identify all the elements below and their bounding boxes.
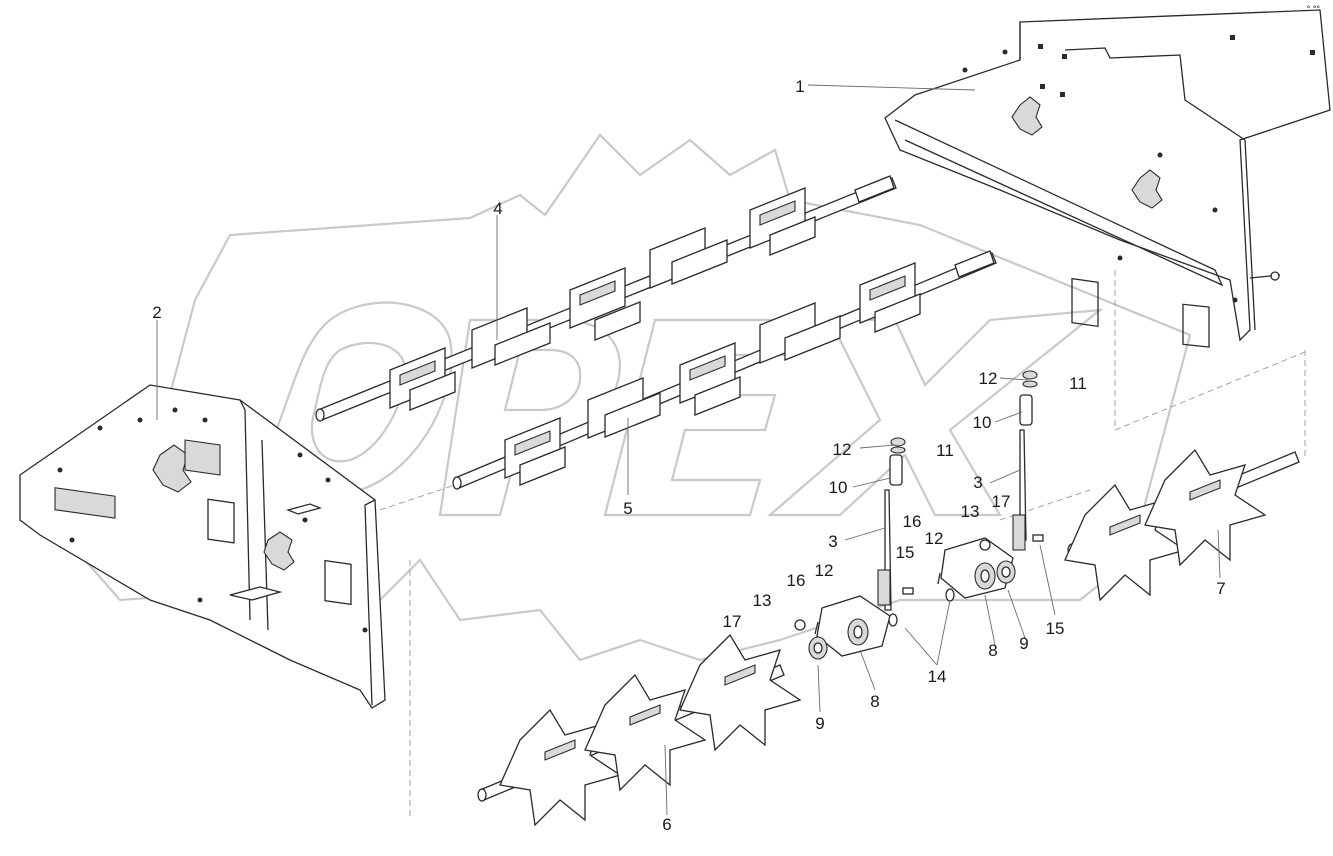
star-wheel bbox=[679, 633, 802, 752]
label-12: 12 bbox=[833, 440, 852, 459]
panel-hub bbox=[1131, 169, 1163, 209]
label-2: 2 bbox=[152, 303, 161, 322]
label-9: 9 bbox=[1019, 634, 1028, 653]
align-line bbox=[379, 479, 471, 511]
paddle-blades bbox=[389, 187, 816, 411]
panel-hub bbox=[1011, 96, 1043, 136]
side-panel-right bbox=[884, 9, 1331, 348]
beater-shaft-lower bbox=[452, 250, 997, 490]
panel-holes bbox=[57, 407, 368, 633]
label-11: 11 bbox=[1069, 374, 1087, 393]
label-13: 13 bbox=[961, 502, 980, 521]
side-panel-left bbox=[19, 384, 386, 709]
ring bbox=[888, 613, 898, 627]
cotter-pin bbox=[937, 572, 941, 585]
label-12: 12 bbox=[925, 529, 944, 548]
bushing bbox=[1019, 394, 1033, 426]
bushing bbox=[889, 454, 903, 486]
small-washer bbox=[794, 619, 806, 631]
watermark-letter-x bbox=[767, 308, 1104, 517]
label-16: 16 bbox=[787, 571, 806, 590]
panel-hub bbox=[152, 444, 192, 493]
cotter-pin bbox=[814, 621, 819, 635]
part-labels: 1 2 4 5 6 7 12 11 10 12 11 10 3 3 13 17 … bbox=[152, 77, 1225, 834]
nut bbox=[1022, 370, 1038, 380]
label-9: 9 bbox=[815, 714, 824, 733]
pin bbox=[902, 587, 914, 595]
panel-window bbox=[1182, 303, 1210, 348]
nut bbox=[890, 437, 906, 447]
label-16: 16 bbox=[903, 512, 922, 531]
label-10: 10 bbox=[973, 413, 992, 432]
label-7: 7 bbox=[1216, 579, 1225, 598]
star-wheel bbox=[584, 673, 707, 792]
label-13: 13 bbox=[753, 591, 772, 610]
pin bbox=[1032, 534, 1044, 542]
label-15: 15 bbox=[1046, 619, 1065, 638]
label-8: 8 bbox=[988, 641, 997, 660]
label-8: 8 bbox=[870, 692, 879, 711]
panel-window bbox=[1071, 277, 1099, 328]
label-15: 15 bbox=[896, 543, 915, 562]
label-11: 11 bbox=[936, 441, 954, 460]
panel-tab bbox=[285, 503, 323, 515]
panel-hub bbox=[263, 531, 295, 571]
panel-tab bbox=[229, 586, 283, 601]
corner-mark: ° °° bbox=[1307, 4, 1321, 14]
star-rotor-right bbox=[1064, 448, 1300, 602]
label-3: 3 bbox=[973, 473, 982, 492]
label-10: 10 bbox=[829, 478, 848, 497]
beater-shaft-upper bbox=[315, 175, 897, 422]
leader-lines bbox=[156, 84, 1221, 816]
panel-window bbox=[207, 498, 235, 544]
panel-window bbox=[324, 559, 352, 606]
label-17: 17 bbox=[723, 612, 742, 631]
star-wheel bbox=[1144, 448, 1267, 567]
panel-holes bbox=[962, 35, 1315, 303]
small-washer bbox=[979, 539, 991, 551]
panel-bracket bbox=[184, 439, 221, 476]
label-6: 6 bbox=[662, 815, 671, 834]
paddle-blades bbox=[504, 262, 921, 486]
label-12: 12 bbox=[979, 369, 998, 388]
label-4: 4 bbox=[493, 199, 502, 218]
star-rotor-left bbox=[477, 633, 802, 827]
label-12: 12 bbox=[815, 561, 834, 580]
watermark-gear-outline bbox=[83, 133, 1192, 662]
label-14: 14 bbox=[928, 667, 947, 686]
watermark-letter-o bbox=[273, 301, 453, 497]
panel-slot bbox=[54, 487, 116, 519]
rod bbox=[1019, 429, 1027, 541]
hardware bbox=[794, 370, 1044, 660]
label-17: 17 bbox=[992, 492, 1011, 511]
ring bbox=[945, 588, 955, 602]
label-1: 1 bbox=[795, 77, 804, 96]
label-5: 5 bbox=[623, 499, 632, 518]
label-3: 3 bbox=[828, 532, 837, 551]
align-line bbox=[1114, 351, 1306, 431]
